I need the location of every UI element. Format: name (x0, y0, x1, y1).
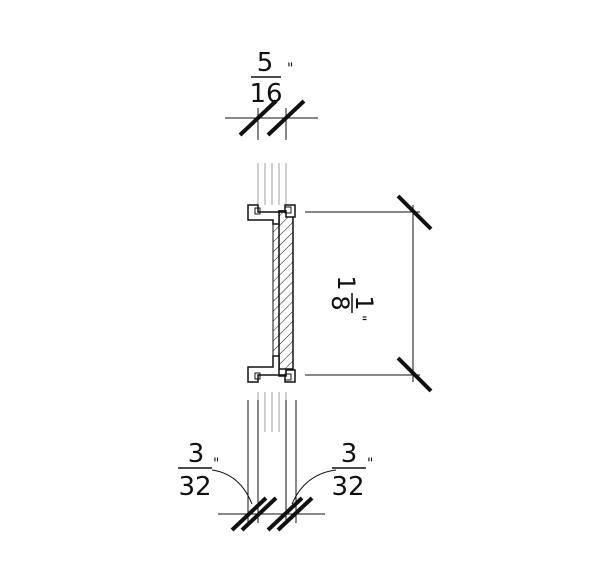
bottom-right-denominator: 32 (331, 472, 364, 502)
top-dimension: 5 16 " (225, 48, 318, 140)
bottom-tick-4 (276, 496, 314, 532)
right-dimension-label: 1 1 8 " (326, 275, 378, 321)
bottom-right-inch-mark: " (367, 456, 373, 472)
bottom-left-denominator: 32 (178, 472, 211, 502)
bottom-dimension: 3 32 " 3 32 " (178, 400, 373, 532)
bottom-left-inch-mark: " (213, 456, 219, 472)
right-numerator: 1 (350, 295, 378, 310)
right-tick-bottom (396, 356, 433, 393)
bottom-tick-1 (230, 496, 268, 532)
top-numerator: 5 (257, 48, 274, 78)
bottom-right-numerator: 3 (341, 439, 358, 469)
upper-reference-lines (257, 163, 287, 205)
right-dimension: 1 1 8 " (305, 194, 433, 393)
bottom-flange-slot-right (284, 373, 292, 381)
right-tick-top (396, 194, 433, 231)
glass-pane (278, 210, 294, 370)
top-denominator: 16 (249, 79, 282, 109)
bottom-tick-2 (240, 496, 278, 532)
profile-section (247, 204, 296, 383)
bottom-flange-slot-left (254, 372, 261, 380)
bottom-flange (247, 355, 296, 383)
right-denominator: 8 (326, 295, 354, 310)
bottom-left-leader (211, 469, 253, 505)
top-tick-right (266, 99, 306, 137)
bottom-tick-3 (266, 496, 304, 532)
right-inch-mark: " (352, 315, 368, 321)
bottom-right-leader (291, 469, 337, 505)
bottom-left-numerator: 3 (188, 439, 205, 469)
lower-reference-lines (257, 392, 287, 432)
top-flange (247, 204, 296, 225)
top-flange-slot-right (284, 206, 292, 214)
profile-inner-hatch (272, 223, 280, 357)
top-flange-slot-left (254, 207, 261, 215)
right-whole: 1 (332, 275, 360, 290)
top-inch-mark: " (287, 61, 293, 77)
top-tick-left (238, 99, 278, 137)
